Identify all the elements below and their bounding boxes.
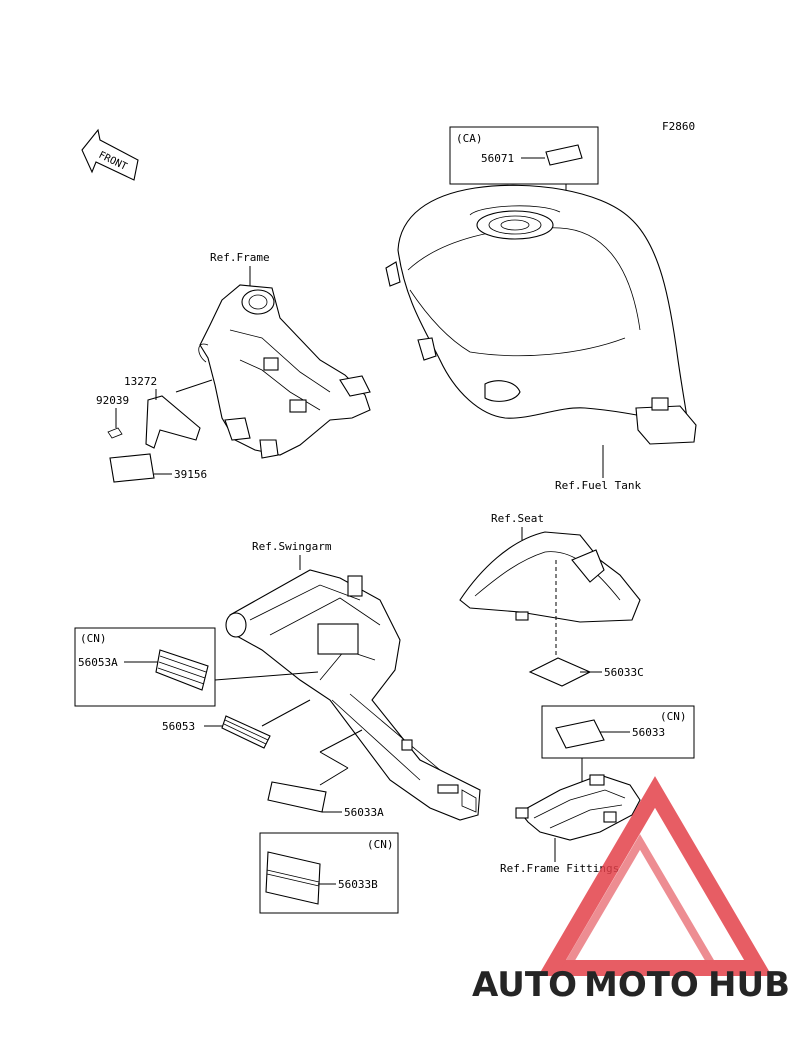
figure-code: F2860 [662, 120, 695, 133]
label-39156-icon [109, 453, 155, 483]
ca-tag: (CA) [456, 132, 483, 145]
bracket-13272-drawing [145, 395, 201, 449]
frame-drawing [198, 284, 371, 459]
part-56053a[interactable]: 56053A [78, 656, 118, 669]
screw-icon [107, 427, 123, 439]
ref-swingarm: Ref.Swingarm [252, 540, 332, 553]
fuel-tank-drawing [385, 184, 697, 478]
label-sticker-icon [545, 144, 583, 166]
cn-bottom-tag: (CN) [367, 838, 394, 851]
watermark-logo: AUTO MOTO HUB [472, 776, 790, 1005]
ref-fuel-tank: Ref.Fuel Tank [555, 479, 641, 492]
label-56033-icon [555, 719, 605, 749]
part-39156[interactable]: 39156 [174, 468, 207, 481]
cn-bottom-box: (CN) 56033B [259, 832, 399, 914]
part-56071[interactable]: 56071 [481, 152, 514, 165]
cn-left-tag: (CN) [80, 632, 107, 645]
part-56033c[interactable]: 56033C [604, 666, 644, 679]
cn-left-box: (CN) 56053A [74, 627, 319, 707]
ref-seat: Ref.Seat [491, 512, 544, 525]
ref-frame: Ref.Frame [210, 251, 270, 264]
watermark-auto: AUTO [472, 965, 577, 1005]
label-56033a-icon [267, 781, 327, 813]
part-56033a[interactable]: 56033A [344, 806, 384, 819]
label-56053a-icon [155, 649, 209, 691]
label-56053-icon [221, 715, 271, 749]
swingarm-drawing [225, 569, 481, 821]
cn-right-tag: (CN) [660, 710, 687, 723]
label-56033b-icon [265, 851, 321, 905]
frame-fittings-drawing [515, 774, 641, 862]
part-56053[interactable]: 56053 [162, 720, 195, 733]
seat-drawing [459, 531, 641, 655]
part-56033b[interactable]: 56033B [338, 878, 378, 891]
part-56033[interactable]: 56033 [632, 726, 665, 739]
part-13272[interactable]: 13272 [124, 375, 157, 388]
cn-right-box: (CN) 56033 [541, 705, 695, 785]
watermark-hub: HUB [708, 965, 790, 1005]
ca-box: (CA) 56071 [449, 126, 599, 255]
ref-frame-fittings: Ref.Frame Fittings [500, 862, 619, 875]
part-92039[interactable]: 92039 [96, 394, 129, 407]
watermark-moto: MOTO [584, 965, 699, 1005]
front-arrow-icon: FRONT [81, 128, 139, 181]
